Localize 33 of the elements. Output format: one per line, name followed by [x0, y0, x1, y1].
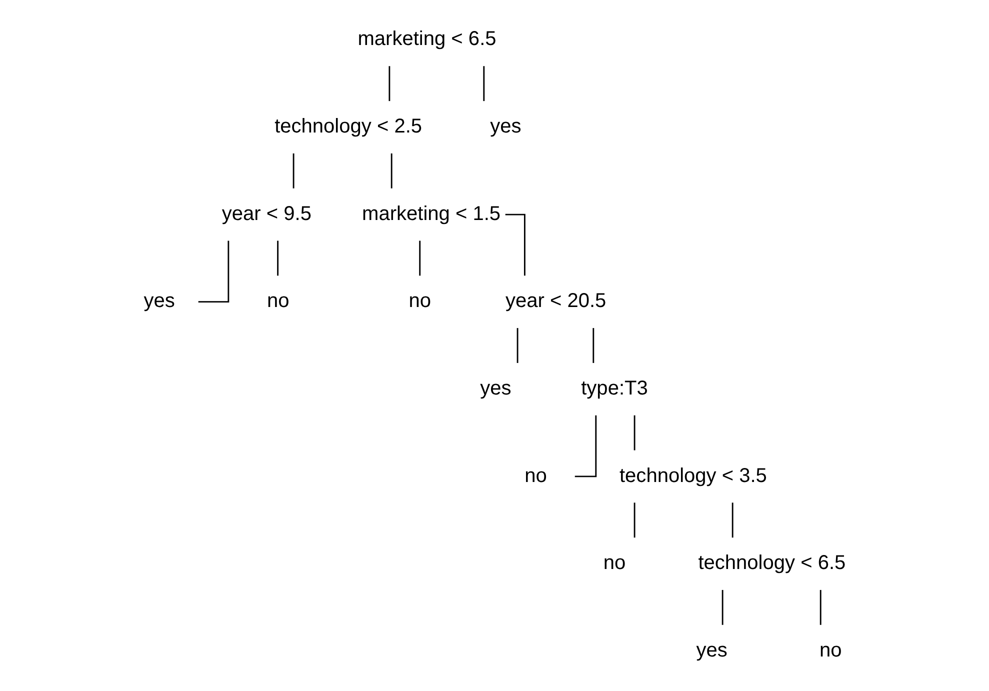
connector [292, 153, 294, 188]
node-text: no [408, 290, 430, 312]
node-text: year < 20.5 [504, 290, 606, 312]
node-text: yes [480, 377, 511, 400]
node-text: no [602, 552, 626, 574]
node-text: no [266, 290, 289, 312]
node-text: yes [696, 639, 727, 662]
node-text: technology < 6.5 [698, 552, 846, 574]
node-text: yes [143, 290, 174, 312]
node-text: type:T3 [580, 377, 648, 400]
connector [276, 240, 278, 276]
connector [731, 502, 733, 538]
connector [721, 590, 723, 625]
connector [574, 415, 596, 478]
connector [819, 590, 821, 625]
node-text: no [819, 639, 842, 662]
node-text: marketing < 1.5 [362, 202, 500, 225]
node-text: year < 9.5 [221, 202, 312, 225]
node-text: technology < 3.5 [619, 464, 766, 487]
connector [592, 328, 594, 363]
connector [504, 214, 525, 276]
node-text: no [524, 464, 546, 487]
connector [198, 240, 229, 303]
connector [482, 66, 484, 102]
connector [418, 240, 420, 276]
connector [390, 153, 392, 188]
connector [516, 328, 518, 363]
node-text: yes [490, 116, 521, 138]
node-text: marketing < 6.5 [357, 28, 496, 50]
connector [388, 66, 390, 102]
connector [633, 502, 635, 538]
node-text: technology < 2.5 [274, 116, 422, 138]
connector [633, 415, 635, 450]
